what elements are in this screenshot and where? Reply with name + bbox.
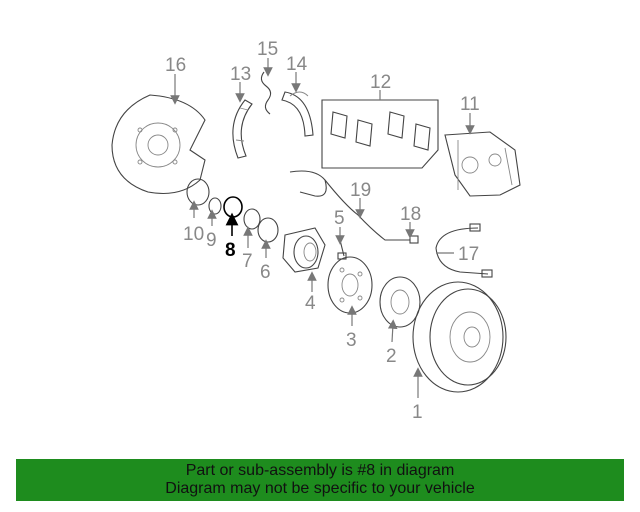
callout-13: 13 xyxy=(230,64,251,85)
callout-12: 12 xyxy=(370,72,391,93)
bearing-7 xyxy=(243,208,261,230)
brake-rotor xyxy=(412,281,507,393)
callout-2: 2 xyxy=(386,346,397,367)
axle-hub xyxy=(327,256,373,314)
parking-brake-shoe-set xyxy=(281,91,314,137)
callout-14: 14 xyxy=(286,54,308,75)
backing-plate xyxy=(111,94,206,195)
brake-hose xyxy=(435,223,493,278)
callout-15: 15 xyxy=(257,39,278,60)
callout-5: 5 xyxy=(334,208,345,229)
callout-7: 7 xyxy=(242,251,253,272)
ring-9 xyxy=(208,197,222,215)
callout-17: 17 xyxy=(458,244,479,265)
hub-bolt xyxy=(337,239,347,260)
callout-18: 18 xyxy=(400,204,421,225)
callout-11: 11 xyxy=(460,94,480,115)
callout-9: 9 xyxy=(206,230,217,251)
banner-line-part: Part or sub-assembly is #8 in diagram xyxy=(185,462,455,479)
banner-line-disclaimer: Diagram may not be specific to your vehi… xyxy=(165,480,475,497)
hub-bearing xyxy=(282,227,326,273)
callout-1: 1 xyxy=(412,402,423,423)
drive-plate xyxy=(379,276,421,328)
snap-ring-8 xyxy=(223,196,243,218)
callout-10: 10 xyxy=(183,224,204,245)
info-banner: Part or sub-assembly is #8 in diagram Di… xyxy=(16,459,624,501)
callout-16: 16 xyxy=(165,55,186,76)
callout-4: 4 xyxy=(305,293,316,314)
callout-6: 6 xyxy=(260,262,271,283)
callout-3: 3 xyxy=(346,330,357,351)
callout-19: 19 xyxy=(350,180,371,201)
seal-6 xyxy=(257,217,279,243)
parts-diagram: 1 2 3 4 5 6 7 8 9 10 11 12 13 14 15 16 1… xyxy=(111,39,521,423)
parking-brake-shoe xyxy=(232,99,253,159)
seal-10 xyxy=(186,178,210,206)
callout-8: 8 xyxy=(225,240,236,261)
shoe-spring xyxy=(260,71,272,115)
brake-caliper xyxy=(444,131,521,197)
pad-kit xyxy=(321,99,439,169)
